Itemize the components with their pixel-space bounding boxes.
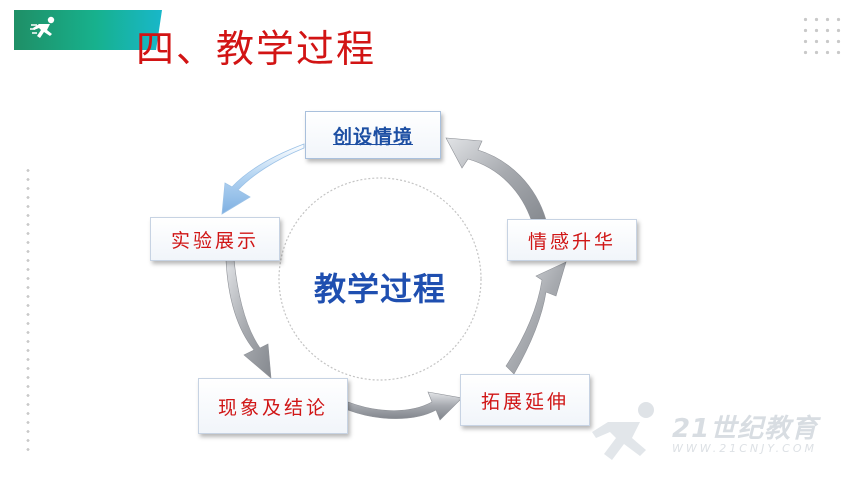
node-experiment-demo: 实验展示 bbox=[150, 217, 280, 261]
header-ribbon bbox=[14, 10, 162, 50]
decorative-side-dots bbox=[26, 166, 30, 456]
watermark-runner-icon bbox=[592, 402, 654, 460]
node-emotional-elevation: 情感升华 bbox=[507, 219, 637, 261]
watermark-url: WWW.21CNJY.COM bbox=[672, 442, 818, 455]
node-phenomenon-conclusion: 现象及结论 bbox=[198, 378, 348, 434]
decorative-dot-grid bbox=[800, 14, 846, 58]
watermark-brand: 21世纪教育 bbox=[672, 414, 819, 444]
center-dashed-circle bbox=[278, 177, 482, 381]
node-create-scenario: 创设情境 bbox=[305, 111, 441, 159]
arrow-bottom-to-right bbox=[347, 391, 463, 421]
arrow-right-to-top bbox=[445, 137, 547, 223]
node-extension: 拓展延伸 bbox=[460, 374, 590, 426]
arrow-left-to-bottomleft bbox=[225, 259, 272, 379]
arrow-bottomright-to-right bbox=[505, 261, 567, 375]
running-person-icon bbox=[30, 16, 55, 38]
page-title: 四、教学过程 bbox=[136, 27, 377, 71]
center-label: 教学过程 bbox=[313, 270, 446, 308]
arrow-top-to-left bbox=[221, 143, 305, 215]
